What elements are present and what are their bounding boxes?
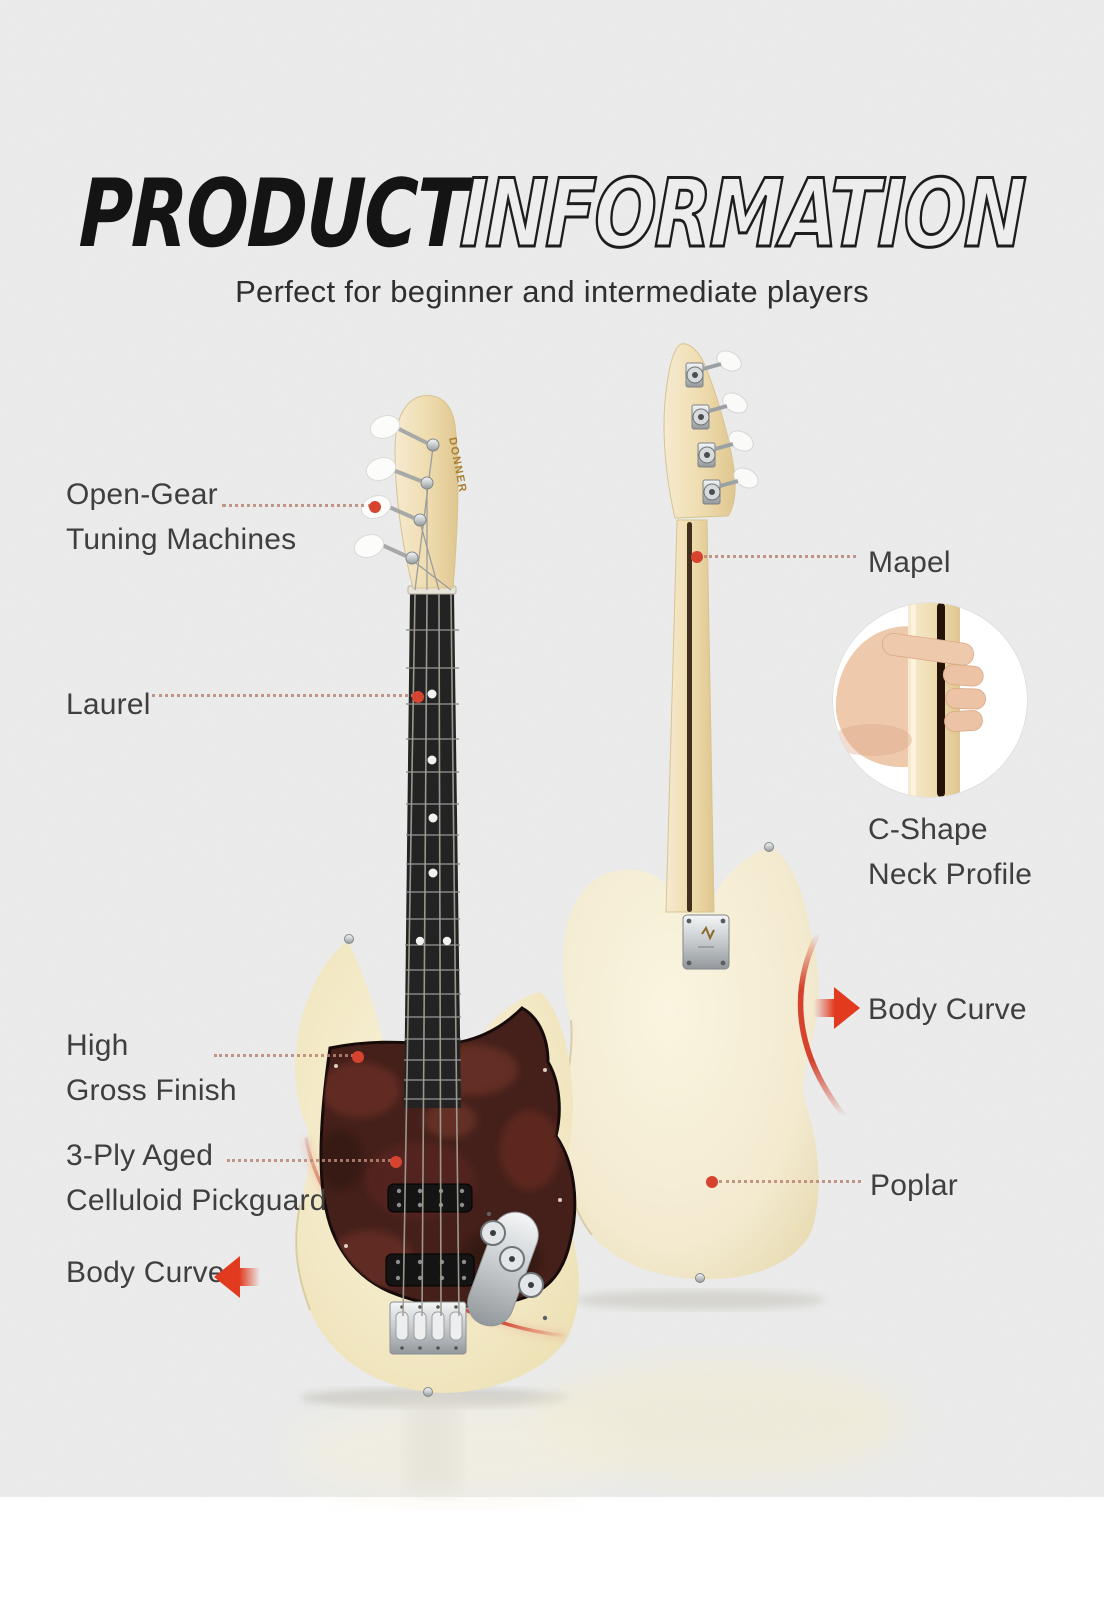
callout-line-poplar [719,1180,861,1183]
strap-button-front [344,934,354,944]
callout-open-gear: Open-Gear Tuning Machines [66,478,297,556]
arrow-left-icon [214,1256,260,1298]
callout-dot-high-gloss [352,1051,364,1063]
control-plate [467,1211,548,1327]
callout-line-pickguard [227,1159,391,1162]
tuner-posts [405,438,440,565]
strings [402,593,460,1317]
callout-dot-laurel [412,691,424,703]
callout-c-shape: C-Shape Neck Profile [868,813,1033,891]
bridge-pickup [385,1253,475,1287]
page-subtitle: Perfect for beginner and intermediate pl… [235,274,869,309]
tuner-buttons [353,415,428,558]
fretboard [404,585,461,1108]
callout-dot-mapel [691,551,703,563]
callout-dot-open-gear [369,501,381,513]
body-curve-crescent-right [797,930,847,1119]
neck-profile-inset [832,602,1028,798]
bridge [389,1301,467,1355]
callout-pickguard: 3-Ply Aged Celluloid Pickguard [66,1139,327,1217]
callout-line-laurel [152,694,414,697]
fret-markers [415,689,452,946]
front-guitar: DONNER [295,395,579,1397]
neck-pickup [387,1183,473,1213]
callout-line-mapel [704,555,856,558]
end-pin-front [423,1387,433,1397]
callout-line-open-gear [222,504,372,507]
callout-dot-poplar [706,1176,718,1188]
title-outline: INFORMATION [458,159,1028,271]
title-solid: PRODUCT [77,160,467,269]
callout-body-curve-right: Body Curve [868,993,1027,1026]
callout-mapel: Mapel [868,546,951,579]
skunk-stripe [687,522,692,912]
hand-fingers [942,664,987,732]
back-guitar [561,343,819,1283]
back-body [562,846,819,1280]
floor-reflections [290,1290,910,1500]
arrow-right-icon [814,987,860,1029]
back-tuning-machines [685,350,759,505]
callout-body-curve-left: Body Curve [66,1256,225,1289]
neck-plate [682,914,730,970]
hand-index-finger [881,633,975,666]
callout-laurel: Laurel [66,688,151,721]
callout-line-high-gloss [214,1054,354,1057]
strap-button [764,842,774,852]
page-title: PRODUCT INFORMATION [77,159,1088,271]
callout-dot-pickguard [390,1156,402,1168]
front-headstock: DONNER [353,395,469,591]
inset-skunk-stripe [937,603,945,797]
callout-high-gloss: High Gross Finish [66,1029,237,1107]
callout-poplar: Poplar [870,1169,958,1202]
end-pin-back [695,1273,705,1283]
